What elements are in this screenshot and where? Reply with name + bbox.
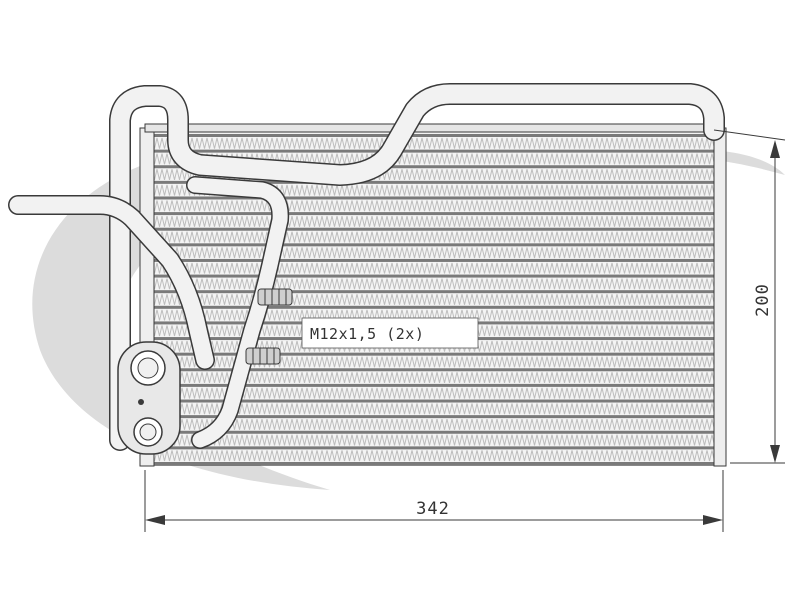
core-tube (152, 227, 716, 231)
thread-spec-label: M12x1,5 (2x) (310, 325, 424, 343)
core-tube (152, 134, 716, 137)
core-tube (152, 212, 716, 216)
core-fin (151, 262, 715, 274)
height-arrow-top (770, 140, 780, 158)
fitting-lower (245, 347, 281, 365)
core-fin (151, 309, 715, 321)
width-arrow-right (703, 515, 723, 525)
core-tube (152, 305, 716, 309)
core-fin (151, 450, 715, 462)
mounting-flange (117, 341, 181, 455)
height-extension-top (713, 129, 786, 141)
core-tube (152, 165, 716, 169)
core-fin (151, 215, 715, 227)
core-tube (152, 446, 716, 450)
core-tube (152, 243, 716, 247)
core-fin (151, 137, 715, 149)
core-tube (152, 274, 716, 278)
core-tube (152, 383, 716, 387)
height-dimension-label: 200 (753, 283, 773, 317)
core-fin (151, 434, 715, 446)
evaporator-core (139, 123, 727, 467)
core-tube (152, 415, 716, 419)
core-tube (152, 196, 716, 200)
core-fin (151, 294, 715, 305)
width-arrow-left (145, 515, 165, 525)
fitting-upper (257, 288, 293, 306)
core-tube (152, 258, 716, 262)
core-tube (152, 149, 716, 153)
thread-callout: M12x1,5 (2x) (301, 317, 479, 349)
refrigerant-pipes (8, 83, 725, 451)
core-tube (152, 352, 716, 356)
core-top-plate (144, 123, 724, 133)
core-tube (152, 290, 716, 294)
height-arrow-bottom (770, 445, 780, 463)
thread-callout-box (301, 317, 479, 349)
width-dimension: 342 (144, 470, 724, 532)
height-dimension: 200 (713, 129, 786, 464)
threaded-fittings (245, 288, 293, 365)
width-dimension-label: 342 (416, 499, 450, 519)
core-right-tank (713, 127, 727, 467)
outlet-pipe-body (110, 84, 724, 450)
core-tube (152, 180, 716, 184)
core-fin (151, 419, 715, 430)
core-tube (152, 399, 716, 403)
core-fin (151, 247, 715, 259)
core-tube (152, 368, 716, 372)
core-tube (152, 430, 716, 434)
core-fin (151, 200, 715, 212)
inlet-pipe-body (9, 196, 214, 369)
core-fin (151, 278, 715, 290)
core-fin (151, 231, 715, 243)
core-fin (151, 387, 715, 399)
core-fin (151, 403, 715, 415)
core-tube (152, 462, 716, 465)
flange-bolt-hole (138, 399, 144, 405)
